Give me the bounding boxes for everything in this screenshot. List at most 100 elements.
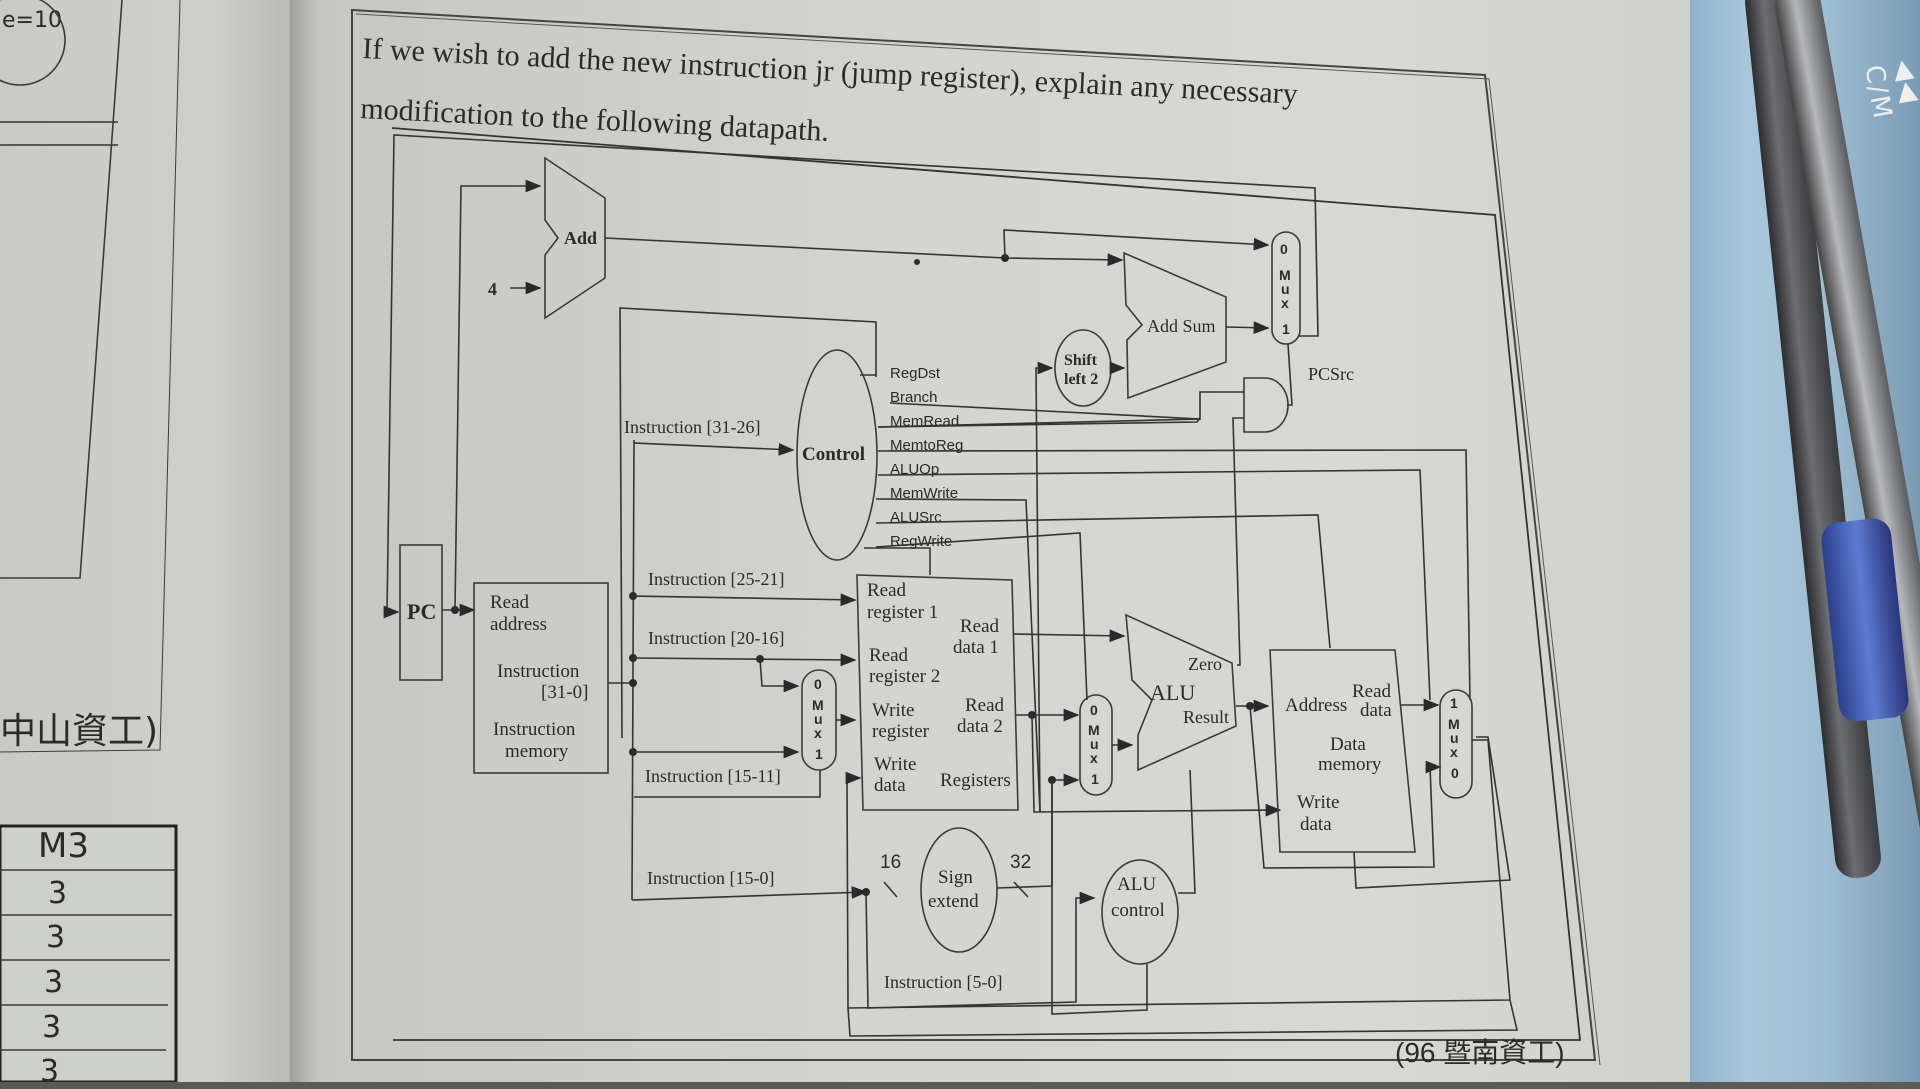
control-unit bbox=[796, 349, 878, 561]
wire-memtoreg bbox=[877, 449, 1471, 701]
question-frame bbox=[351, 8, 1597, 1061]
imem-address-label: address bbox=[490, 614, 547, 635]
register-file bbox=[856, 574, 1019, 811]
left-arrows bbox=[0, 121, 118, 146]
bus-width-ticks bbox=[883, 881, 1029, 898]
instruction-bus bbox=[631, 439, 635, 901]
sign-extend-label-2: extend bbox=[928, 891, 979, 912]
wire-funct-to-alucontrol bbox=[865, 891, 1096, 1009]
dmem-write-2: data bbox=[1300, 814, 1332, 835]
wire-regdst bbox=[619, 307, 877, 739]
alu-control-label-1: ALU bbox=[1117, 874, 1156, 895]
wire-rs bbox=[633, 593, 857, 607]
pc-label: PC bbox=[407, 599, 436, 624]
control-label: Control bbox=[802, 444, 865, 465]
wire-pc4-to-addsum bbox=[604, 237, 1124, 267]
instruction-memory bbox=[473, 582, 609, 774]
field-op: Instruction [31-26] bbox=[624, 417, 760, 437]
wire-op bbox=[633, 442, 795, 456]
shift-label-2: left 2 bbox=[1064, 371, 1098, 388]
dmem-title-1: Data bbox=[1330, 734, 1366, 755]
junction-dot bbox=[914, 259, 920, 265]
dmem-read-2: data bbox=[1360, 700, 1392, 721]
signal-alusrc: ALUSrc bbox=[890, 509, 942, 526]
reg-wdata-a: Write bbox=[874, 754, 917, 775]
wire-branch-to-and bbox=[889, 391, 1244, 420]
sign-extend-label-1: Sign bbox=[938, 867, 973, 888]
reg-rd2-a: Read bbox=[965, 695, 1005, 716]
left-table-cell: 3 bbox=[40, 1054, 60, 1089]
dmem-title-2: memory bbox=[1318, 754, 1382, 775]
wire-memwrite bbox=[875, 514, 1331, 649]
mux-label: 1 bbox=[815, 746, 823, 762]
field-rt: Instruction [20-16] bbox=[648, 628, 784, 648]
sign-extend bbox=[920, 827, 998, 953]
signal-memwrite: MemWrite bbox=[890, 485, 958, 502]
adder-pc-plus-4 bbox=[544, 156, 606, 320]
question-source: (96 暨南資工) bbox=[1395, 1037, 1565, 1068]
imem-title-1: Instruction bbox=[493, 719, 576, 740]
wire-zero-to-and bbox=[1232, 417, 1244, 666]
signal-regdst: RegDst bbox=[890, 365, 941, 382]
wire-alusrc bbox=[875, 532, 1088, 701]
signal-memread: MemRead bbox=[890, 413, 959, 430]
mux-label: M bbox=[1088, 722, 1100, 738]
signal-memtoreg: MemtoReg bbox=[890, 437, 963, 454]
mux-label: 1 bbox=[1450, 695, 1458, 711]
left-page-figure bbox=[0, 0, 181, 1082]
mux-memtoreg bbox=[1439, 689, 1473, 799]
wire-aluop-loop bbox=[1051, 780, 1148, 1015]
wire-pc-to-adder bbox=[454, 179, 542, 611]
mux-label: u bbox=[1281, 281, 1290, 297]
alu bbox=[1125, 613, 1237, 772]
reg-rd1-b: data 1 bbox=[953, 637, 999, 658]
pc-register bbox=[399, 544, 443, 681]
pcsrc-label: PCSrc bbox=[1308, 364, 1354, 384]
imem-instruction-label: Instruction bbox=[497, 661, 580, 682]
data-memory bbox=[1269, 649, 1416, 853]
wire-mux-to-pc bbox=[383, 134, 1319, 619]
junction-dot bbox=[629, 679, 637, 687]
left-source: 中山資工) bbox=[0, 711, 159, 752]
wire-pc4-to-mux bbox=[1003, 229, 1270, 259]
reg-rd1-a: Read bbox=[960, 616, 1000, 637]
mux-label: x bbox=[1281, 295, 1289, 311]
wire-memread bbox=[877, 417, 1201, 428]
mux-label: M bbox=[1448, 716, 1460, 732]
reg-wdata-b: data bbox=[874, 775, 906, 796]
reg-read1-a: Read bbox=[867, 580, 907, 601]
mux-pc-source bbox=[1271, 231, 1301, 345]
alu-result-label: Result bbox=[1183, 707, 1229, 727]
mux-label: u bbox=[1090, 736, 1099, 752]
question-frame-inner bbox=[355, 13, 1601, 1066]
dmem-write-1: Write bbox=[1297, 792, 1340, 813]
imem-title-2: memory bbox=[505, 741, 569, 762]
wire-imm-to-signext bbox=[631, 886, 868, 901]
imem-bits-label: [31-0] bbox=[541, 682, 588, 703]
wire-rt-to-mux bbox=[759, 658, 800, 693]
alu-control bbox=[1101, 859, 1179, 965]
reg-write-a: Write bbox=[872, 700, 915, 721]
left-page-fragment: e=10 bbox=[2, 8, 62, 33]
wire-alu-bypass bbox=[1249, 705, 1442, 869]
and-gate-branch bbox=[1243, 377, 1289, 433]
wire-memread-to-dmem bbox=[877, 469, 1431, 701]
left-table bbox=[0, 824, 178, 1082]
right-page bbox=[320, 0, 1710, 1082]
mux-label: 0 bbox=[1451, 765, 1459, 781]
mux-label: 0 bbox=[1280, 241, 1288, 257]
left-circle bbox=[0, 0, 66, 86]
left-table-cell: 3 bbox=[44, 965, 64, 1000]
left-table-header: M3 bbox=[38, 826, 89, 866]
field-imm: Instruction [15-0] bbox=[647, 868, 774, 888]
mux-label: x bbox=[1450, 744, 1458, 760]
constant-four: 4 bbox=[488, 279, 497, 299]
mux-label: 0 bbox=[1090, 702, 1098, 718]
wire-rd2-to-dmem bbox=[1031, 714, 1282, 817]
reg-read2-a: Read bbox=[869, 645, 909, 666]
wire-alucontrol-to-alu bbox=[1178, 769, 1196, 894]
wire-pcsrc bbox=[1287, 343, 1293, 406]
dmem-address: Address bbox=[1285, 695, 1347, 716]
mux-label: 1 bbox=[1282, 321, 1290, 337]
field-funct: Instruction [5-0] bbox=[884, 972, 1002, 992]
